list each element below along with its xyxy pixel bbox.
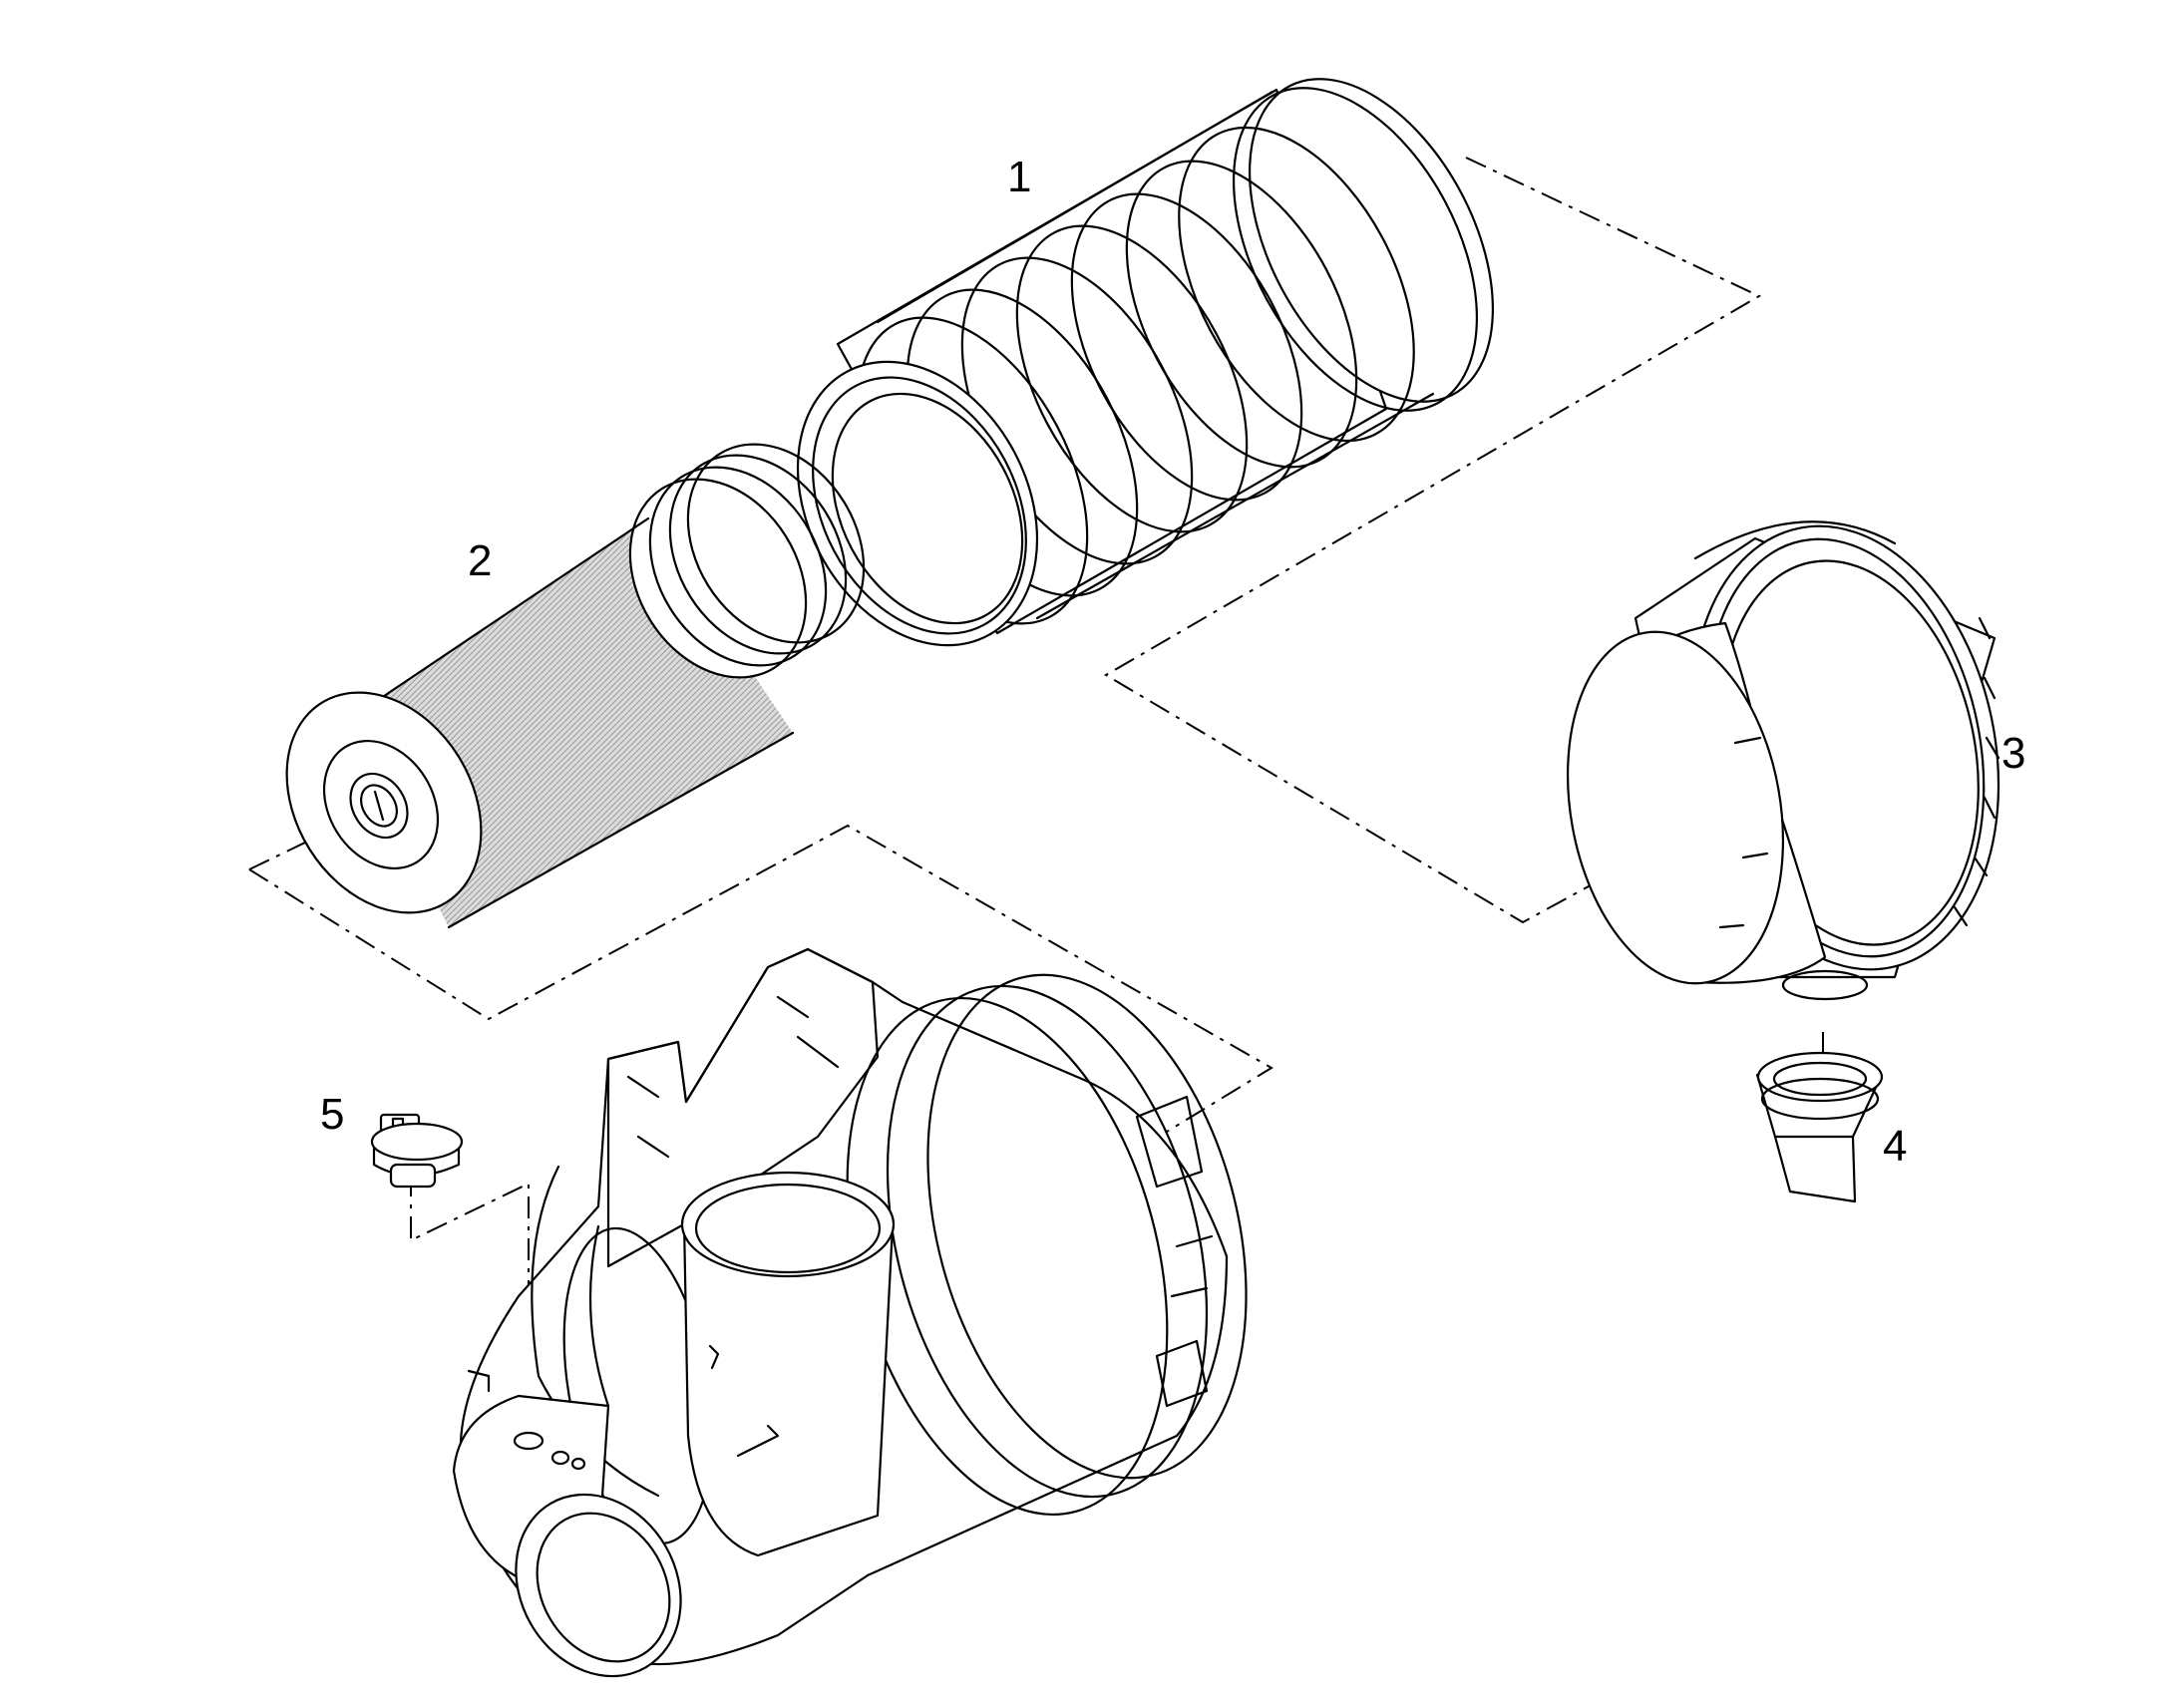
- callout-2: 2: [468, 536, 492, 585]
- part-2-inner-filter-element: [285, 443, 866, 929]
- callout-5: 5: [320, 1090, 344, 1139]
- callout-4: 4: [1883, 1122, 1907, 1171]
- part-1-outer-filter-element: [796, 78, 1495, 647]
- callouts: 1 2 3 4 5: [320, 153, 2025, 1171]
- callout-3: 3: [2001, 729, 2025, 778]
- part-5-service-indicator: [370, 1113, 464, 1189]
- part-3-end-cover: [1566, 520, 2000, 1001]
- callout-1: 1: [1007, 153, 1031, 201]
- air-filter-housing: [452, 947, 1248, 1678]
- part-4-dust-valve: [1755, 1051, 1884, 1203]
